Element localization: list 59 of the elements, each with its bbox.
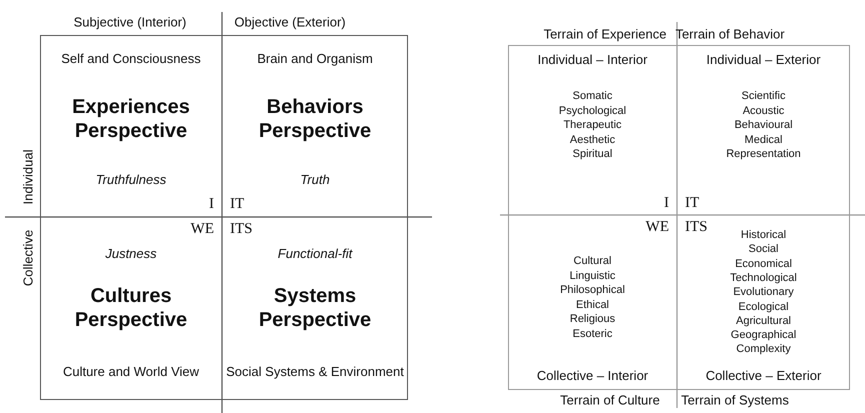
value-label: Functional-fit [276,246,354,261]
axis-label: Subjective (Interior) [74,14,186,30]
value-label: Truthfulness [94,172,168,187]
list-item: Ethical [574,298,610,310]
value-label: Truth [299,172,331,187]
list-item: Agricultural [734,314,792,327]
list-item: Somatic [572,90,614,102]
list-item: Religious [568,313,616,325]
list-item: Behavioural [733,119,794,131]
list-item: Economical [734,258,793,270]
quadrant-heading: Individual – Interior [536,52,648,67]
quadrant-letter: IT [230,196,244,213]
quadrant-heading: Collective – Exterior [704,368,822,383]
list-item: Therapeutic [562,119,623,131]
list-item: Social [748,243,780,256]
quadrant-heading: Self and Consciousness [60,51,202,66]
list-item: Cultural [572,255,612,267]
frame-box [508,45,850,390]
quadrant-letter: WE [646,219,669,236]
value-label: Justness [104,246,158,261]
list-item: Evolutionary [732,286,795,298]
list-item: Aesthetic [568,134,616,146]
perspective-title: Cultures Perspective [74,284,188,332]
perspective-title: Systems Perspective [258,284,372,332]
quadrant-letter: WE [190,221,214,238]
list-item: Technological [729,272,798,284]
quadrant-heading: Culture and World View [62,364,200,379]
list-item: Historical [740,229,788,241]
list-item: Ecological [737,300,790,312]
list-item: Philosophical [559,284,626,296]
quadrant-heading: Individual – Exterior [705,52,822,67]
quadrant-heading: Social Systems & Environment [225,364,405,379]
axis-label: Terrain of Culture [560,392,660,408]
axis-label: Terrain of Systems [681,392,789,408]
list-item: Representation [725,148,802,160]
quadrant-letter: ITS [230,221,252,238]
frame-box [40,35,408,400]
list-item: Esoteric [572,328,614,340]
quadrant-heading: Brain and Organism [256,51,374,66]
list-item: Complexity [735,343,792,356]
list-item: Geographical [730,329,798,342]
list-item: Psychological [558,104,628,116]
list-item: Scientific [740,90,787,102]
list-item: Medical [744,134,784,146]
list-item: Acoustic [742,104,786,116]
axis-label: Objective (Exterior) [234,14,346,30]
axis-label: Individual [20,150,36,204]
list-item: Spiritual [572,148,614,160]
axis-label: Terrain of Experience [544,26,666,42]
axis-label: Collective [20,230,36,286]
quadrant-letter: I [209,196,214,213]
perspective-title: Experiences Perspective [71,95,191,143]
quadrant-heading: Collective – Interior [536,368,650,383]
quadrant-letter: IT [685,195,700,212]
quadrant-letter: ITS [685,219,708,236]
list-item: Linguistic [568,270,616,282]
quadrant-letter: I [664,195,669,212]
axis-label: Terrain of Behavior [675,26,785,42]
perspective-title: Behaviors Perspective [258,95,372,143]
